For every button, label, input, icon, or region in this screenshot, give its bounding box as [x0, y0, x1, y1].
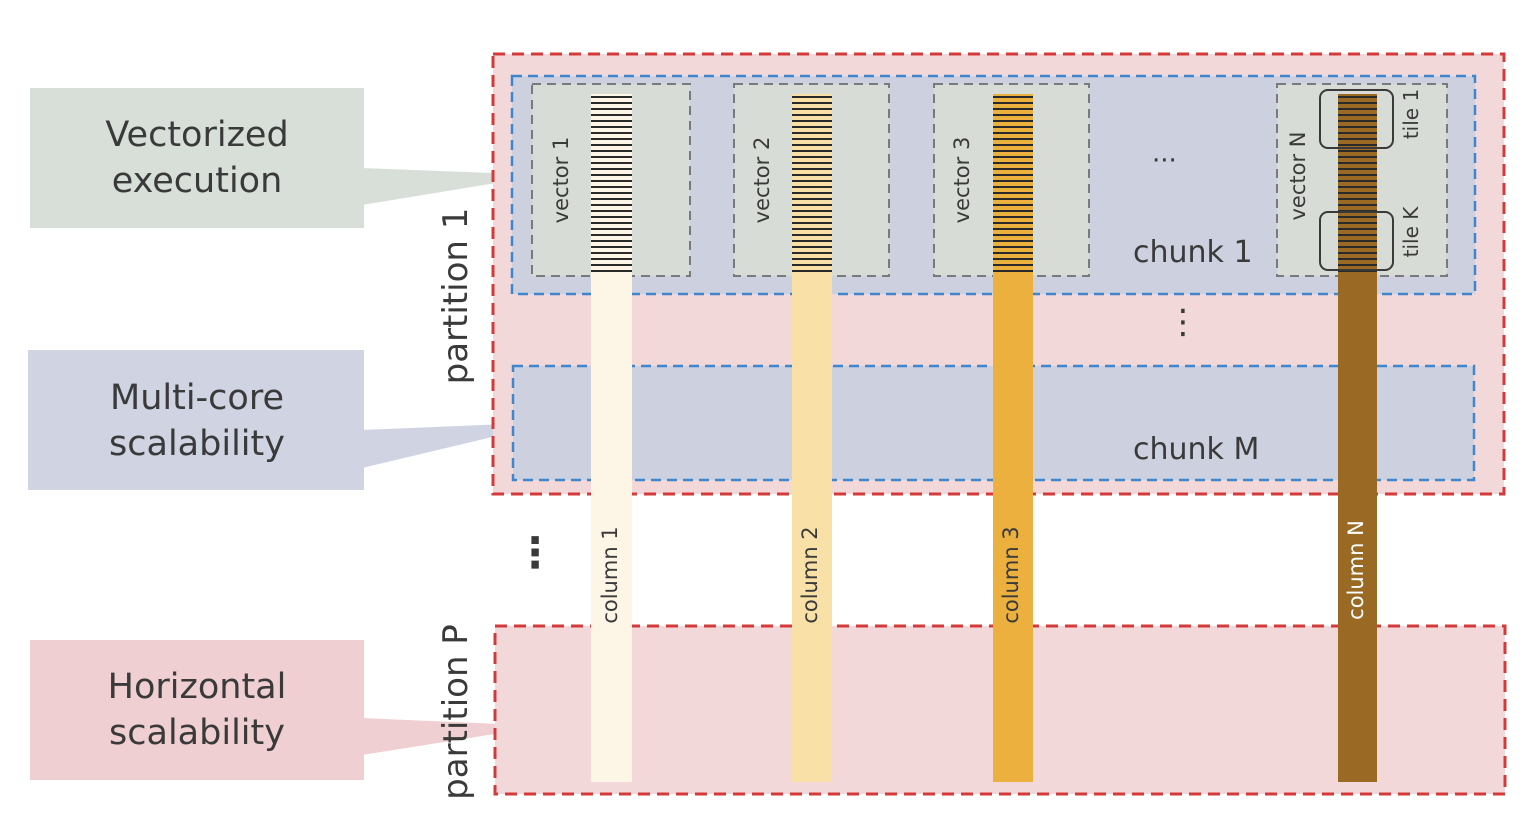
vector-ellipsis: ···: [1152, 146, 1177, 176]
callout-horizontal-text: Horizontal scalability: [30, 664, 364, 756]
callout-horizontal-line-2: scalability: [109, 713, 285, 753]
callout-horizontal-box: [30, 640, 364, 780]
callout-vectorized-text: Vectorized execution: [30, 112, 364, 204]
column-2-label: column 2: [798, 526, 822, 624]
callout-multicore-text: Multi-core scalability: [30, 375, 364, 467]
tile-k-box: [1319, 211, 1394, 271]
vector-1-label: vector 1: [549, 136, 573, 224]
tile-1-label: tile 1: [1399, 88, 1423, 140]
vector-2-stripes: [792, 96, 832, 272]
vector-1-stripes: [591, 96, 632, 272]
callout-multicore-line-1: Multi-core: [110, 378, 284, 418]
callout-vectorized-box: [30, 88, 364, 228]
column-3-label: column 3: [999, 526, 1023, 624]
chunk-ellipsis: ⋮: [1166, 302, 1200, 342]
column-n-label: column N: [1344, 520, 1368, 620]
vector-3-stripes: [993, 96, 1033, 272]
partition-1-label: partition 1: [436, 207, 476, 385]
vector-2-label: vector 2: [750, 136, 774, 224]
callout-multicore-line-2: scalability: [109, 424, 285, 464]
tile-k-label: tile K: [1399, 206, 1423, 258]
callout-horizontal-line-1: Horizontal: [107, 667, 287, 707]
vector-n-label: vector N: [1286, 131, 1310, 221]
partition-ellipsis: ⋮: [514, 528, 556, 577]
callout-vectorized-line-1: Vectorized: [105, 115, 289, 155]
callout-multicore-box: [28, 350, 364, 490]
tile-1-box: [1319, 89, 1394, 149]
chunk-1-label: chunk 1: [1133, 235, 1253, 270]
column-1-label: column 1: [598, 526, 622, 624]
chunk-m-label: chunk M: [1133, 432, 1260, 467]
partition-p-label: partition P: [436, 624, 476, 800]
vector-n-stripes: [1338, 96, 1377, 272]
vector-3-label: vector 3: [950, 136, 974, 224]
callout-vectorized-line-2: execution: [111, 161, 283, 201]
